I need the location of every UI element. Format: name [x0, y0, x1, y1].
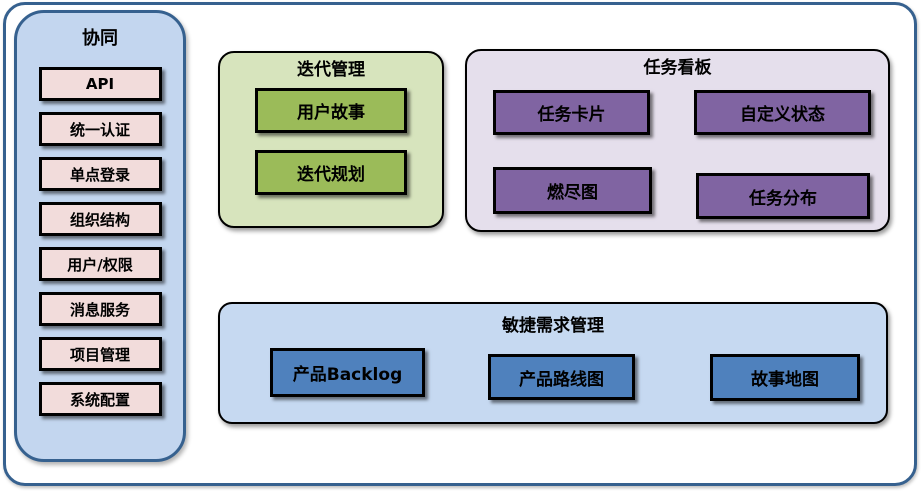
task-kanban-title: 任务看板 — [643, 58, 712, 78]
sidebar-item-system-config: 系统配置 — [38, 382, 162, 416]
sidebar-item-api: API — [38, 67, 162, 101]
agile-requirements-panel: 敏捷需求管理 产品Backlog 产品路线图 故事地图 — [218, 302, 888, 424]
item-product-roadmap: 产品路线图 — [488, 354, 635, 400]
iteration-management-panel: 迭代管理 用户故事 迭代规划 — [218, 51, 444, 228]
task-kanban-panel: 任务看板 任务卡片 自定义状态 燃尽图 任务分布 — [465, 49, 890, 232]
sidebar-item-project-management: 项目管理 — [38, 337, 162, 371]
sidebar-item-org-structure: 组织结构 — [38, 202, 162, 236]
item-user-story: 用户故事 — [255, 88, 407, 133]
iteration-item-list: 用户故事 迭代规划 — [220, 88, 442, 195]
item-iteration-planning: 迭代规划 — [255, 150, 407, 195]
sidebar-item-message-service: 消息服务 — [38, 292, 162, 326]
collaboration-panel-title: 协同 — [82, 28, 118, 49]
sidebar-item-user-permissions: 用户/权限 — [38, 247, 162, 281]
agile-requirements-title: 敏捷需求管理 — [502, 316, 604, 336]
item-task-card: 任务卡片 — [493, 90, 650, 135]
item-task-distribution: 任务分布 — [696, 173, 870, 219]
item-custom-status: 自定义状态 — [694, 90, 871, 135]
collaboration-item-list: API 统一认证 单点登录 组织结构 用户/权限 消息服务 项目管理 系统配置 — [17, 67, 183, 416]
sidebar-item-sso: 单点登录 — [38, 157, 162, 191]
item-product-backlog: 产品Backlog — [270, 348, 425, 397]
item-burndown-chart: 燃尽图 — [493, 167, 652, 214]
item-story-map: 故事地图 — [710, 354, 860, 401]
collaboration-panel: 协同 API 统一认证 单点登录 组织结构 用户/权限 消息服务 项目管理 系统… — [14, 10, 186, 462]
sidebar-item-unified-auth: 统一认证 — [38, 112, 162, 146]
iteration-management-title: 迭代管理 — [297, 60, 365, 80]
